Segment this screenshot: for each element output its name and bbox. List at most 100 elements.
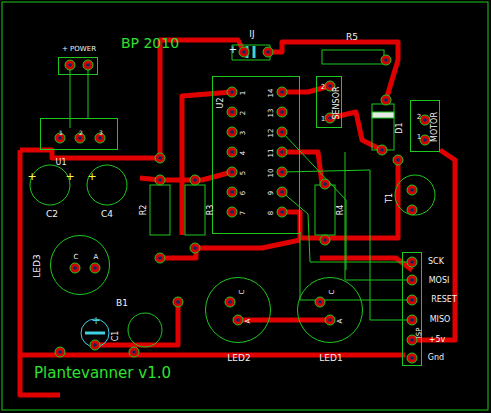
pad xyxy=(407,257,417,267)
signal-name: Gnd xyxy=(428,354,444,362)
drill-hole xyxy=(410,188,414,192)
pad xyxy=(90,263,100,273)
pad xyxy=(325,315,335,325)
polarity-mark: + xyxy=(91,315,100,326)
pad xyxy=(407,353,417,363)
drill-hole xyxy=(410,278,414,282)
signal-name: MOSI xyxy=(429,277,450,285)
led-outline: LED2CA xyxy=(205,277,271,343)
pad xyxy=(393,155,403,165)
pin-label: 7 xyxy=(240,211,247,215)
pad xyxy=(190,175,200,185)
drill-hole xyxy=(318,300,322,304)
polarity-mark: + xyxy=(229,45,237,55)
pad xyxy=(227,107,237,117)
part-name: R4 xyxy=(337,205,345,216)
drill-hole xyxy=(410,356,414,360)
drill-hole xyxy=(280,90,284,94)
drill-hole xyxy=(78,136,82,140)
board-outline xyxy=(2,2,488,410)
pad xyxy=(407,315,417,325)
pad xyxy=(70,263,80,273)
drill-hole xyxy=(410,298,414,302)
pin-label: 2 xyxy=(321,84,325,91)
drill-hole xyxy=(158,156,162,160)
pad xyxy=(155,253,165,263)
pad xyxy=(55,347,65,357)
part-name: T1 xyxy=(386,193,394,203)
pin-label: 10 xyxy=(268,169,275,178)
drill-hole xyxy=(384,98,388,102)
silkscreen xyxy=(30,45,435,347)
drill-hole xyxy=(230,170,234,174)
pad xyxy=(407,275,417,285)
drill-hole xyxy=(242,50,246,54)
pad xyxy=(377,145,387,155)
drill-hole xyxy=(423,138,427,142)
pad xyxy=(129,347,139,357)
pad xyxy=(190,243,200,253)
pin-label: 3 xyxy=(240,131,247,135)
signal-name: +5v xyxy=(429,336,446,344)
pad xyxy=(315,297,325,307)
drill-hole xyxy=(132,350,136,354)
drill-hole xyxy=(230,90,234,94)
drill-hole xyxy=(158,178,162,182)
solder-pads xyxy=(55,47,430,363)
part-name: LED1 xyxy=(319,354,342,363)
drill-hole xyxy=(58,136,62,140)
pad xyxy=(155,153,165,163)
pin-label: 3 xyxy=(99,130,103,136)
pad xyxy=(227,167,237,177)
pad xyxy=(65,60,75,70)
pad xyxy=(227,187,237,197)
pad xyxy=(407,295,417,305)
drill-hole xyxy=(328,116,332,120)
pad xyxy=(277,87,287,97)
polarity-mark: + xyxy=(87,171,96,182)
pin-label: 2 xyxy=(417,114,421,121)
drill-hole xyxy=(410,260,414,264)
pin-label: 13 xyxy=(268,109,275,118)
drill-hole xyxy=(396,158,400,162)
drill-hole xyxy=(176,300,180,304)
part-name: ISP xyxy=(416,328,423,339)
pad xyxy=(381,95,391,105)
signal-name: SCK xyxy=(428,258,444,266)
copper-traces xyxy=(20,40,455,395)
signal-name: MISO xyxy=(430,316,451,324)
pin-label: 4 xyxy=(240,151,247,155)
pin-label: A xyxy=(337,319,344,324)
pin-label: A xyxy=(94,254,99,261)
pad xyxy=(233,315,243,325)
part-name: U2 xyxy=(217,98,225,109)
pin-label: 8 xyxy=(268,211,275,215)
pad xyxy=(225,297,235,307)
pad xyxy=(320,179,330,189)
drill-hole xyxy=(230,150,234,154)
pad xyxy=(227,147,237,157)
part-name: IJ xyxy=(249,30,254,39)
pad xyxy=(227,87,237,97)
pad xyxy=(263,47,273,57)
part-name: U1 xyxy=(56,159,67,167)
pin-label: 2 xyxy=(240,111,247,115)
part-name: LED2 xyxy=(227,354,250,363)
drill-hole xyxy=(158,256,162,260)
pad xyxy=(277,127,287,137)
drill-hole xyxy=(323,182,327,186)
pin-label: 5 xyxy=(240,171,247,175)
drill-hole xyxy=(280,150,284,154)
drill-hole xyxy=(98,136,102,140)
pin-label: C xyxy=(74,254,79,261)
motor-header: MOTOR21 xyxy=(410,100,440,152)
drill-hole xyxy=(280,190,284,194)
pad xyxy=(227,207,237,217)
drill-hole xyxy=(280,210,284,214)
part-name: C1 xyxy=(112,331,120,342)
part-name: B1 xyxy=(116,299,128,308)
pad xyxy=(407,205,417,215)
pad xyxy=(320,235,330,245)
drill-hole xyxy=(280,130,284,134)
